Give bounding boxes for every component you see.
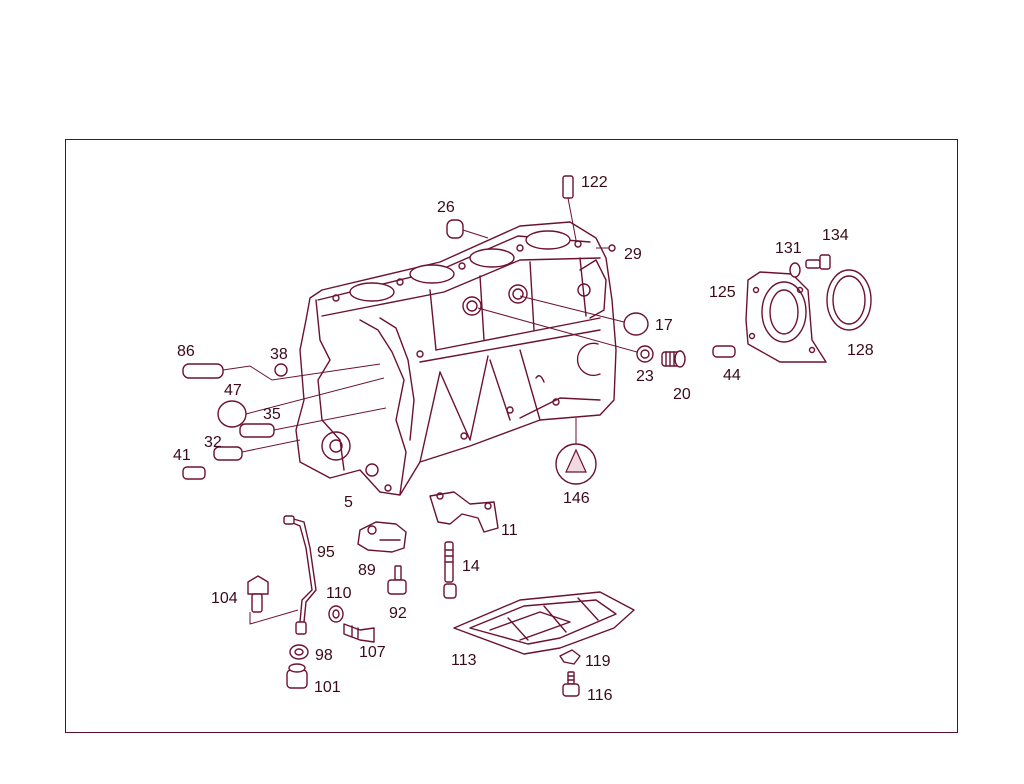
part-17-plug[interactable] xyxy=(519,295,649,336)
part-35-sleeve[interactable] xyxy=(239,407,387,438)
callout-17: 17 xyxy=(655,317,673,334)
callout-98: 98 xyxy=(315,647,333,664)
callout-92: 92 xyxy=(389,605,407,622)
part-41-dowel[interactable] xyxy=(182,466,206,480)
part-122-sleeve[interactable] xyxy=(562,175,577,241)
callout-125: 125 xyxy=(709,284,736,301)
part-107-bolt[interactable] xyxy=(343,623,375,643)
part-119-clip[interactable] xyxy=(559,649,581,665)
callout-113: 113 xyxy=(451,652,477,669)
part-110-ring[interactable] xyxy=(328,605,344,623)
part-146-cover[interactable] xyxy=(555,418,597,485)
part-104-bolt[interactable] xyxy=(247,575,269,613)
callout-20: 20 xyxy=(673,386,691,403)
callout-146: 146 xyxy=(563,490,590,507)
callout-labels: 122 26 29 131 134 125 128 17 23 20 44 86… xyxy=(173,174,874,704)
part-134-bolt[interactable] xyxy=(805,254,831,270)
part-116-bolt[interactable] xyxy=(562,671,580,697)
callout-35: 35 xyxy=(263,406,281,423)
part-89-bracket[interactable] xyxy=(357,521,407,553)
part-113-oil-pan[interactable] xyxy=(453,591,635,655)
part-95-dipstick-tube[interactable] xyxy=(249,515,317,635)
callout-101: 101 xyxy=(314,679,341,696)
callout-41: 41 xyxy=(173,447,191,464)
callout-47: 47 xyxy=(224,382,242,399)
part-14-stud[interactable] xyxy=(443,541,457,599)
callout-32: 32 xyxy=(204,434,222,451)
part-29-pin[interactable] xyxy=(596,244,616,252)
callout-131: 131 xyxy=(775,240,802,257)
part-44-dowel[interactable] xyxy=(712,345,736,358)
part-26-plug[interactable] xyxy=(446,219,489,239)
callout-14: 14 xyxy=(462,558,480,575)
part-92-bolt[interactable] xyxy=(387,565,407,595)
part-125-seal-carrier[interactable] xyxy=(745,271,827,363)
part-131-washer[interactable] xyxy=(789,262,801,278)
callout-116: 116 xyxy=(587,687,613,704)
callout-119: 119 xyxy=(585,653,611,670)
callout-89: 89 xyxy=(358,562,376,579)
callout-44: 44 xyxy=(723,367,741,384)
callout-95: 95 xyxy=(317,544,335,561)
callout-104: 104 xyxy=(211,590,238,607)
part-86-pin[interactable] xyxy=(182,363,381,381)
part-128-seal-ring[interactable] xyxy=(826,269,872,331)
callout-23: 23 xyxy=(636,368,654,385)
part-38-ball[interactable] xyxy=(274,363,288,377)
callout-26: 26 xyxy=(437,199,455,216)
callout-122: 122 xyxy=(581,174,608,191)
part-11-bearing-cap[interactable] xyxy=(429,491,499,533)
callout-11: 11 xyxy=(501,522,518,539)
callout-128: 128 xyxy=(847,342,874,359)
engine-block[interactable] xyxy=(295,221,617,496)
callout-5: 5 xyxy=(344,494,353,511)
part-32-sleeve[interactable] xyxy=(213,439,301,461)
part-98-washer[interactable] xyxy=(289,644,309,660)
callout-134: 134 xyxy=(822,227,849,244)
callout-107: 107 xyxy=(359,644,386,661)
diagram-frame xyxy=(65,139,958,733)
callout-86: 86 xyxy=(177,343,195,360)
callout-38: 38 xyxy=(270,346,288,363)
callout-29: 29 xyxy=(624,246,642,263)
part-20-screw-plug[interactable] xyxy=(661,350,686,368)
part-47-plug[interactable] xyxy=(217,377,385,428)
callout-110: 110 xyxy=(326,585,352,602)
part-23-ring[interactable] xyxy=(477,307,654,363)
part-101-plug[interactable] xyxy=(286,663,308,689)
